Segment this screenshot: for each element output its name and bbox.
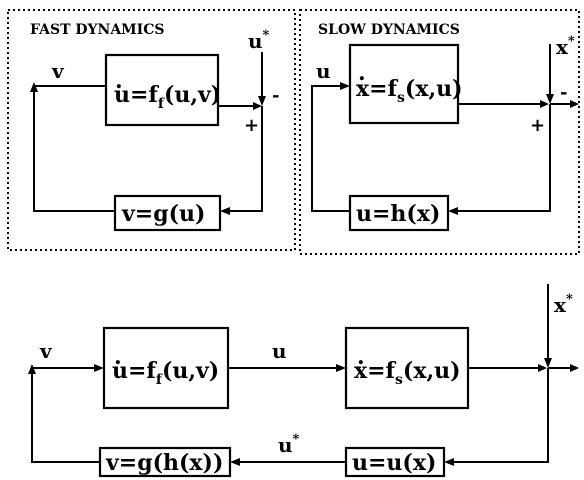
slow-reference-label: x*: [556, 34, 575, 59]
combined-lower-label: u*: [278, 432, 300, 457]
slow-minus-sign: -: [560, 82, 567, 103]
fast-dynamics-dot: .: [115, 68, 123, 94]
combined-feedback-line-right: [448, 368, 549, 463]
slow-feedback-equation: u=h(x): [356, 201, 440, 227]
combined-reference-arrow: [544, 358, 552, 368]
slow-feedback-arrow: [448, 207, 458, 215]
slow-dynamics-panel: SLOW DYNAMICS . x=fs(x,u) u=h(x) x* - + …: [299, 9, 580, 255]
slow-forward-arrow: [540, 100, 549, 108]
fast-dynamics-panel: FAST DYNAMICS . u=ff(u,v) v=g(u) u* - + …: [7, 9, 296, 251]
slow-feedback-line-right: [452, 104, 551, 212]
combined-fast-equation: u=ff(u,v): [112, 358, 219, 388]
slow-dynamics-block: [348, 43, 460, 125]
fast-feedback-equation: v=g(u): [121, 201, 205, 227]
fast-feedback-block: [113, 194, 222, 232]
combined-fast-dot: .: [114, 344, 122, 370]
fast-dynamics-title: FAST DYNAMICS: [30, 22, 164, 38]
combined-middle-label: u: [272, 339, 287, 363]
combined-output-arrow: [570, 364, 579, 372]
combined-left-feedback-equation: v=g(h(x)): [105, 450, 223, 476]
combined-left-arrow: [94, 364, 104, 372]
slow-dynamics-dot: .: [358, 60, 366, 86]
combined-slow-equation: x=fs(x,u): [354, 358, 461, 388]
combined-diagram: . u=ff(u,v) . x=fs(x,u) v=g(h(x)) u=u(x)…: [28, 284, 579, 478]
fast-forward-arrow: [253, 102, 262, 110]
fast-reference-arrow: [258, 96, 266, 106]
slow-dynamics-frame: [299, 9, 580, 255]
fast-minus-sign: -: [272, 85, 279, 106]
fast-dynamics-frame: [7, 9, 296, 251]
combined-right-feedback-equation: u=u(x): [352, 450, 436, 476]
fast-dynamics-equation: u=ff(u,v): [114, 82, 221, 112]
slow-input-arrow: [340, 82, 350, 90]
fast-output-label: v: [51, 59, 65, 83]
slow-dynamics-title: SLOW DYNAMICS: [318, 22, 460, 38]
slow-output-arrow: [570, 100, 579, 108]
fast-feedback-line-left: [33, 90, 115, 212]
slow-reference-arrow: [546, 94, 554, 104]
combined-slow-dot: .: [357, 344, 365, 370]
slow-plus-sign: +: [530, 115, 545, 136]
combined-left-label: v: [39, 339, 53, 363]
combined-lower-arrow: [230, 458, 240, 466]
slow-feedback-line-left: [311, 85, 350, 212]
slow-input-label: u: [316, 59, 331, 83]
fast-reference-label: u*: [248, 28, 270, 53]
combined-feedback-line-left: [31, 372, 100, 463]
slow-dynamics-equation: x=fs(x,u): [356, 76, 463, 106]
combined-reference-label: x*: [554, 292, 573, 317]
slow-feedback-block: [348, 194, 450, 232]
combined-forward-arrow: [538, 364, 547, 372]
combined-feedback-arrow-right: [444, 458, 454, 466]
fast-feedback-line-right: [224, 106, 263, 212]
fast-feedback-arrow: [220, 207, 230, 215]
combined-middle-arrow: [336, 364, 346, 372]
fast-dynamics-block: [104, 53, 220, 127]
fast-plus-sign: +: [244, 115, 259, 136]
